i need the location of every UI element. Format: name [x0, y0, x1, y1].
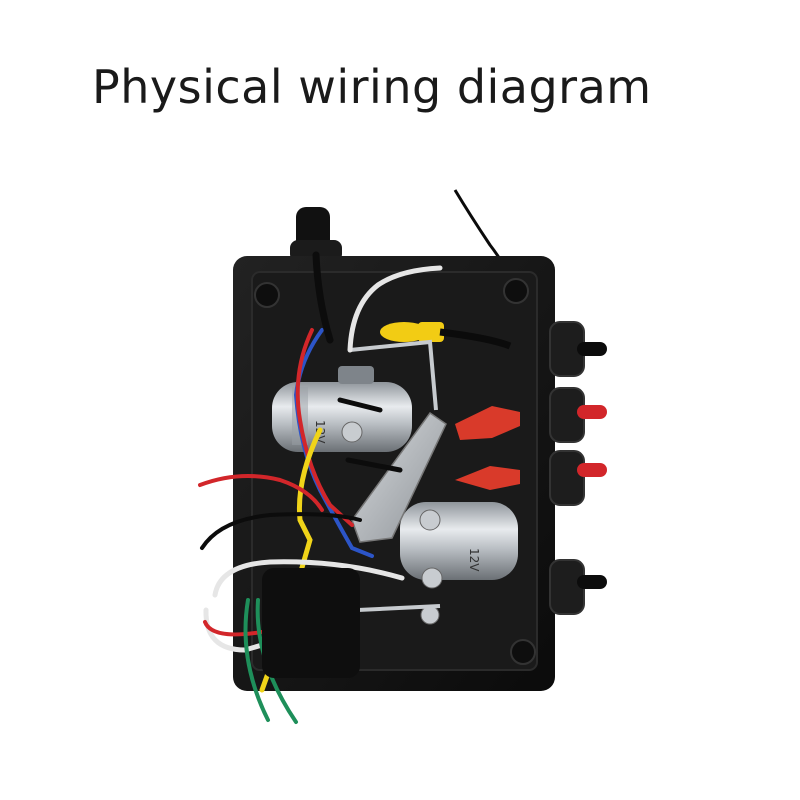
relay-lower-label: 12V [467, 548, 481, 572]
bus-plate [351, 411, 447, 543]
yellow-terminal [380, 322, 428, 342]
red-terminals [455, 406, 520, 490]
metal-bars [349, 339, 441, 612]
harness-wrap [262, 568, 360, 678]
wiring-harness [198, 251, 443, 724]
page-title: Physical wiring diagram [92, 60, 652, 114]
relay-lower: 12V [400, 502, 518, 625]
side-glands [549, 321, 585, 615]
external-cables [577, 342, 607, 589]
screw-posts [254, 278, 536, 665]
